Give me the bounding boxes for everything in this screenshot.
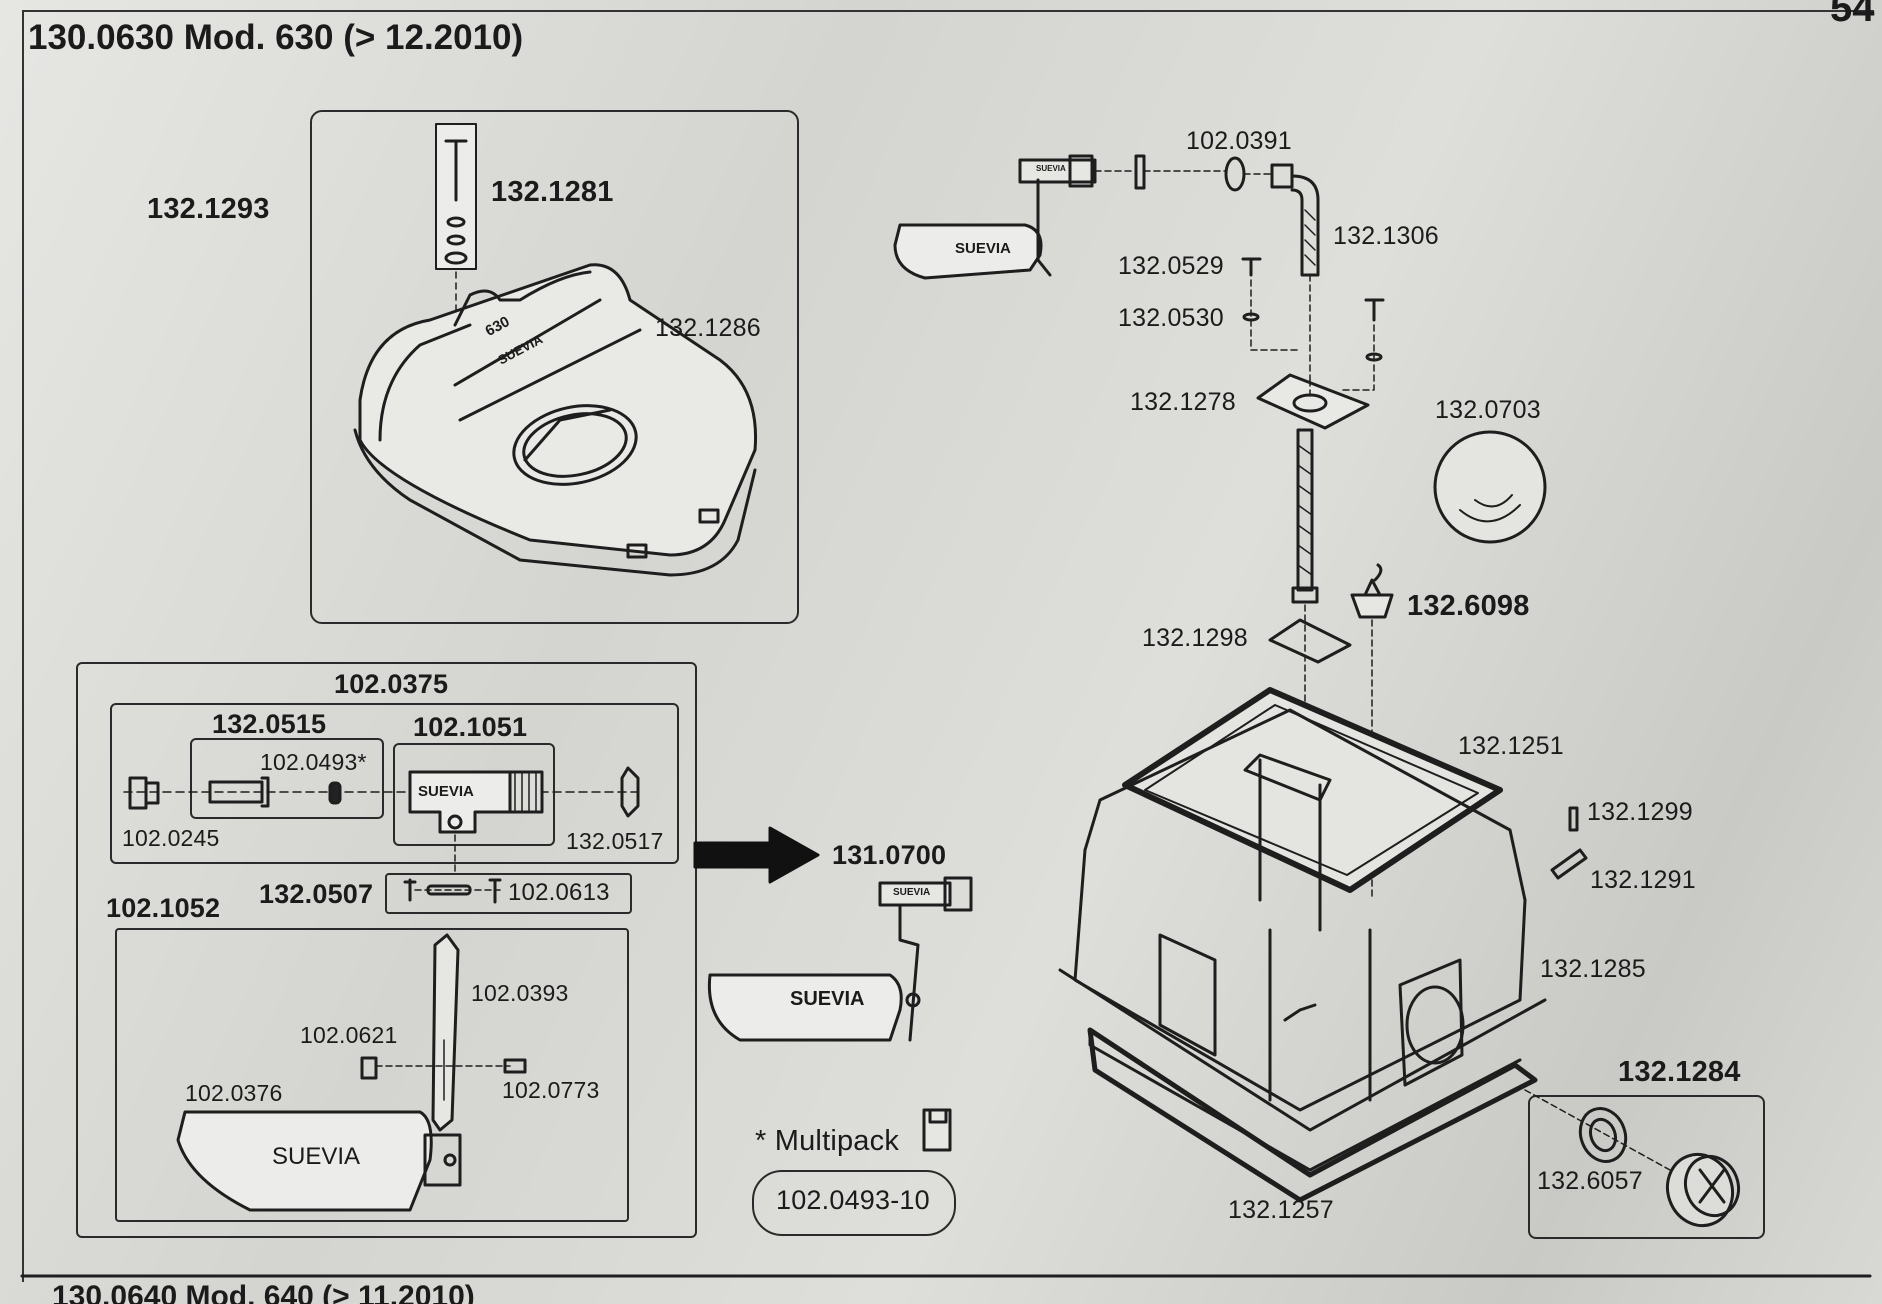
part-label-132-0515: 132.0515	[212, 709, 327, 739]
arrow-to-131-0700	[693, 826, 820, 884]
part-label-102-0613: 102.0613	[508, 879, 610, 906]
multipack-code: 102.0493-10	[776, 1185, 930, 1215]
footer-next-section-title: 130.0640 Mod. 640 (> 11.2010)	[52, 1280, 475, 1304]
plug-132-6098-drawing	[1350, 563, 1394, 901]
lever-brand-text: SUEVIA	[272, 1143, 361, 1170]
lever-subgroup-102-1052-drawing	[176, 933, 527, 1212]
part-label-102-0376: 102.0376	[185, 1080, 283, 1106]
valve-131-0700-drawing	[707, 876, 973, 1042]
part-label-131-0700: 131.0700	[832, 840, 947, 870]
part-label-132-1278: 132.1278	[1130, 388, 1236, 416]
part-label-102-0375: 102.0375	[334, 669, 449, 699]
diagram-title: 130.0630 Mod. 630 (> 12.2010)	[28, 18, 524, 57]
seat-cover-132-1286-drawing	[353, 263, 758, 577]
flange-rod-drawing	[1256, 373, 1370, 761]
part-label-132-1285: 132.1285	[1540, 955, 1646, 983]
part-label-102-0773: 102.0773	[502, 1077, 600, 1103]
part-label-132-0529: 132.0529	[1118, 252, 1224, 280]
part-label-132-0703: 132.0703	[1435, 396, 1541, 424]
pin-set-frame	[385, 873, 632, 914]
valve-subgroup-102-0375-drawing	[123, 766, 640, 904]
part-label-102-0245: 102.0245	[122, 825, 220, 851]
part-102-1051-frame	[393, 743, 555, 846]
drain-plug-132-1284-drawing	[1524, 1089, 1740, 1228]
valve-131-0700-head-text: SUEVIA	[893, 887, 931, 898]
part-label-132-1298: 132.1298	[1142, 624, 1248, 652]
part-label-132-0517: 132.0517	[566, 828, 664, 854]
drain-plug-frame	[1528, 1095, 1765, 1239]
part-label-132-1299: 132.1299	[1587, 798, 1693, 826]
page-border	[22, 10, 1874, 1282]
seat-group-frame	[310, 110, 799, 624]
part-label-132-1257: 132.1257	[1228, 1196, 1334, 1224]
gasket-132-1298-drawing	[1268, 618, 1352, 664]
part-label-102-1052: 102.1052	[106, 893, 221, 923]
valve-102-1051-brand-text: SUEVIA	[418, 783, 474, 800]
top-valve-drawing	[893, 154, 1271, 280]
part-label-132-1293: 132.1293	[147, 193, 270, 225]
part-label-132-1291: 132.1291	[1590, 866, 1696, 894]
part-label-132-1306: 132.1306	[1333, 222, 1439, 250]
part-132-0515-frame	[190, 738, 384, 819]
top-valve-head-text: SUEVIA	[1036, 164, 1066, 173]
part-label-132-0507: 132.0507	[259, 879, 374, 909]
multipack-box-icon	[922, 1108, 952, 1152]
disc-132-0703-drawing	[1433, 430, 1547, 544]
part-label-132-6057: 132.6057	[1537, 1167, 1643, 1195]
part-label-132-1286: 132.1286	[655, 314, 761, 342]
pins-132-1299-1291-drawing	[1550, 806, 1588, 880]
part-label-102-0391: 102.0391	[1186, 127, 1292, 155]
part-label-132-0530: 132.0530	[1118, 304, 1224, 332]
part-label-132-1284: 132.1284	[1618, 1056, 1741, 1088]
part-label-102-0493: 102.0493*	[260, 749, 367, 775]
multipack-code-frame	[752, 1170, 956, 1236]
valve-131-0700-brand-text: SUEVIA	[790, 988, 865, 1010]
valve-assembly-frame	[76, 662, 697, 1238]
corner-page-number: 54	[1830, 0, 1875, 30]
multipack-label: * Multipack	[755, 1125, 900, 1157]
part-label-132-1251: 132.1251	[1458, 732, 1564, 760]
screws-drawing	[1241, 257, 1385, 391]
part-label-102-0621: 102.0621	[300, 1022, 398, 1048]
part-label-132-6098: 132.6098	[1407, 590, 1530, 622]
top-valve-brand-text: SUEVIA	[955, 240, 1011, 257]
part-label-132-1281: 132.1281	[491, 176, 614, 208]
part-label-102-1051: 102.1051	[413, 712, 528, 742]
lever-subgroup-frame	[115, 928, 629, 1222]
part-label-102-0393: 102.0393	[471, 980, 569, 1006]
hose-132-1306-drawing	[1270, 163, 1320, 381]
valve-subgroup-frame	[110, 703, 679, 864]
hinge-pin-132-1281-drawing	[435, 123, 477, 311]
tank-132-1257-drawing	[1058, 687, 1547, 1203]
